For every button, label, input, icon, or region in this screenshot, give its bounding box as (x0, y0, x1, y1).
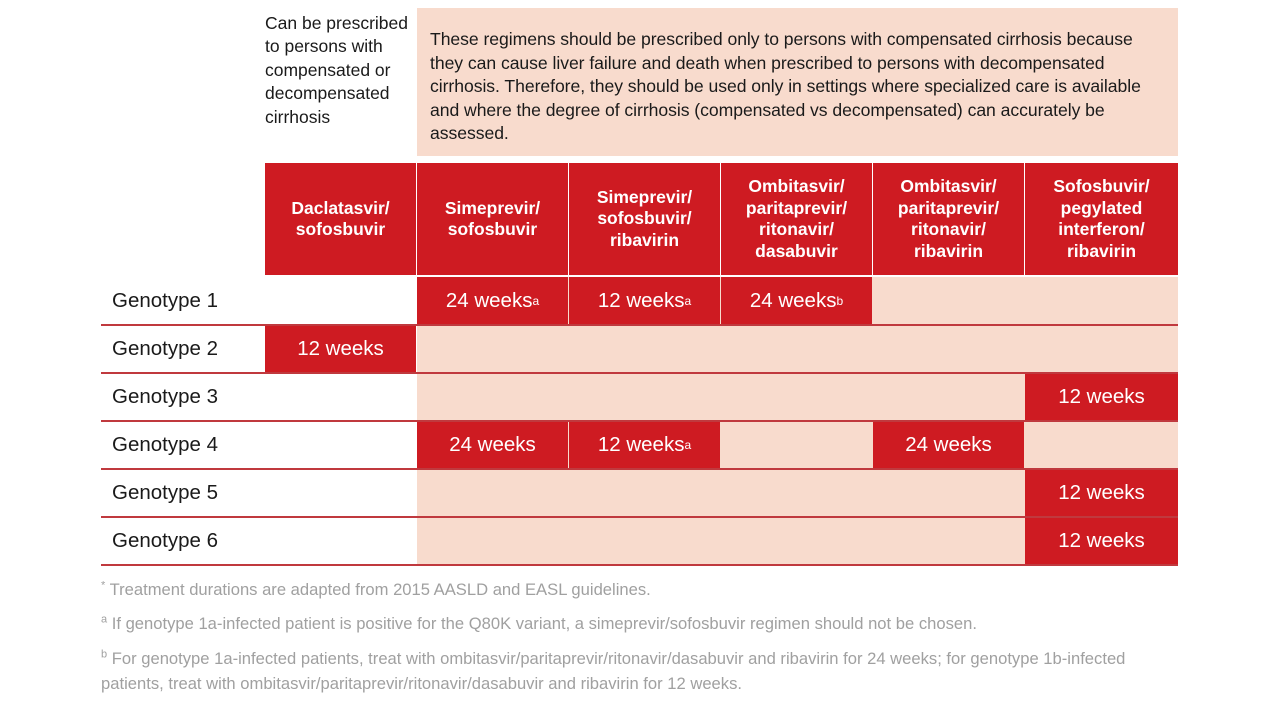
table-row: Genotype 6 12 weeks (0, 517, 1280, 565)
footnote-marker: * (101, 579, 106, 592)
footnote-2: a If genotype 1a-infected patient is pos… (101, 612, 1191, 636)
duration-text: 24 weeks (749, 289, 837, 312)
footnote-3: b For genotype 1a-infected patients, tre… (101, 646, 1191, 696)
column-header-1: Daclatasvir/ sofosbuvir (265, 163, 416, 275)
table-row: Genotype 5 12 weeks (0, 469, 1280, 517)
column-header-5: Ombitasvir/ paritaprevir/ ritonavir/ rib… (873, 163, 1024, 275)
row-background (417, 325, 1178, 373)
genotype-label: Genotype 5 (112, 481, 218, 504)
row-separator (101, 372, 1178, 374)
duration-text: 24 weeks (449, 433, 536, 456)
legend-row: Can be prescribed to persons with compen… (0, 0, 1280, 158)
decompensated-warning-banner: These regimens should be prescribed only… (417, 8, 1178, 156)
genotype-label: Genotype 1 (112, 289, 218, 312)
genotype-label: Genotype 6 (112, 529, 218, 552)
table-row: Genotype 2 12 weeks (0, 325, 1280, 373)
duration-cell: 12 weeks (1025, 373, 1178, 421)
genotype-label: Genotype 3 (112, 385, 218, 408)
footnote-text: For genotype 1a-infected patients, treat… (101, 649, 1126, 693)
table-row: Genotype 3 12 weeks (0, 373, 1280, 421)
duration-text: 12 weeks (297, 337, 384, 360)
row-separator (101, 468, 1178, 470)
duration-text: 12 weeks (597, 433, 685, 456)
compensated-cirrhosis-note: Can be prescribed to persons with compen… (265, 13, 408, 127)
row-separator (101, 324, 1178, 326)
duration-text: 12 weeks (1058, 385, 1145, 408)
duration-cell: 24 weeks (417, 421, 568, 469)
footnote-1: * Treatment durations are adapted from 2… (101, 578, 1191, 602)
genotype-label: Genotype 4 (112, 433, 218, 456)
duration-text: 24 weeks (445, 289, 533, 312)
footnote-text: Treatment durations are adapted from 201… (105, 580, 651, 599)
column-header-6: Sofosbuvir/ pegylated interferon/ ribavi… (1025, 163, 1178, 275)
footnote-text: If genotype 1a-infected patient is posit… (107, 614, 977, 633)
column-header-strip: Daclatasvir/ sofosbuvir Simeprevir/ sofos… (0, 163, 1280, 275)
duration-cell: 12 weeks (265, 325, 416, 373)
row-separator (101, 564, 1178, 566)
warning-text: These regimens should be prescribed only… (430, 29, 1141, 143)
column-header-label: Daclatasvir/ sofosbuvir (291, 197, 390, 240)
column-header-label: Ombitasvir/ paritaprevir/ ritonavir/ das… (745, 176, 848, 261)
column-header-label: Sofosbuvir/ pegylated interferon/ ribavi… (1053, 176, 1150, 261)
row-separator (101, 516, 1178, 518)
column-header-label: Simeprevir/ sofosbuvir (444, 197, 541, 240)
column-header-2: Simeprevir/ sofosbuvir (417, 163, 568, 275)
duration-cell: 12 weeks (1025, 517, 1178, 565)
duration-cell: 24 weeks (873, 421, 1024, 469)
column-header-3: Simeprevir/ sofosbuvir/ ribavirin (569, 163, 720, 275)
duration-cell: 12 weeks (1025, 469, 1178, 517)
footnote-marker: a (101, 613, 108, 626)
column-header-label: Simeprevir/ sofosbuvir/ ribavirin (596, 186, 693, 250)
genotype-label: Genotype 2 (112, 337, 218, 360)
column-header-label: Ombitasvir/ paritaprevir/ ritonavir/ rib… (897, 176, 1000, 261)
column-header-4: Ombitasvir/ paritaprevir/ ritonavir/ das… (721, 163, 872, 275)
footnote-marker: b (101, 648, 108, 661)
row-separator (101, 420, 1178, 422)
footnotes-block: * Treatment durations are adapted from 2… (101, 578, 1191, 706)
duration-text: 24 weeks (905, 433, 992, 456)
duration-text: 12 weeks (597, 289, 685, 312)
duration-text: 12 weeks (1058, 481, 1145, 504)
duration-text: 12 weeks (1058, 529, 1145, 552)
